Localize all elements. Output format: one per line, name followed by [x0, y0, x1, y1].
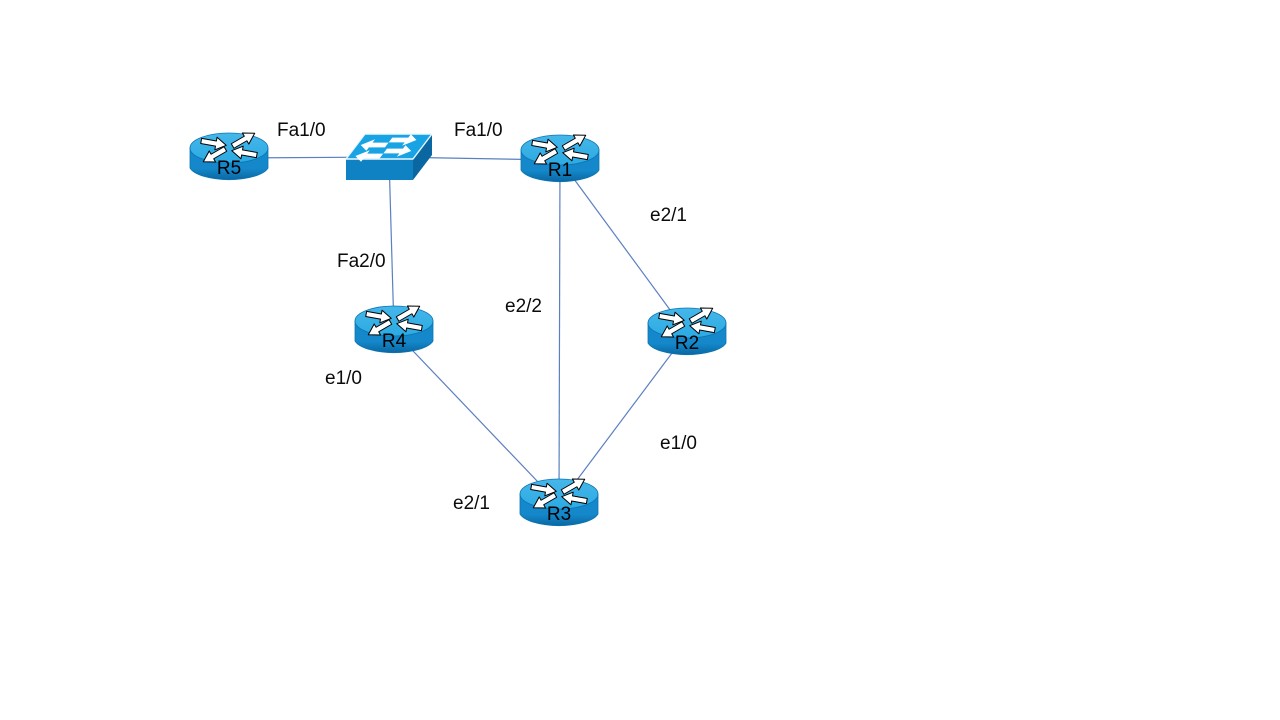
router-icon: [647, 307, 727, 356]
node-R2[interactable]: R2: [646, 304, 728, 362]
link-SW1-R4: [388, 156, 395, 332]
link-R1-R2: [559, 159, 688, 334]
link-R2-R3: [558, 332, 688, 505]
node-R5[interactable]: R5: [188, 129, 270, 187]
link-R4-R3: [393, 330, 560, 505]
interface-label-R1-R2-2: e2/1: [650, 205, 687, 226]
switch-icon: [345, 133, 433, 180]
node-R4[interactable]: R4: [353, 302, 435, 360]
link-R1-R3: [558, 159, 561, 505]
interface-label-SW1-R1-1: Fa1/0: [454, 120, 503, 141]
interface-label-SW1-R4-3: Fa2/0: [337, 251, 386, 272]
router-icon: [519, 478, 599, 527]
interface-label-R4-R3-5: e1/0: [325, 368, 362, 389]
router-icon: [354, 305, 434, 354]
interface-label-R1-R3-4: e2/2: [505, 296, 542, 317]
interface-label-R4-R3-7: e2/1: [453, 493, 490, 514]
node-SW1[interactable]: [344, 132, 434, 182]
interface-label-R2-R3-6: e1/0: [660, 433, 697, 454]
node-R3[interactable]: R3: [518, 475, 600, 533]
router-icon: [189, 132, 269, 181]
router-icon: [520, 134, 600, 183]
node-R1[interactable]: R1: [519, 131, 601, 189]
interface-label-R5-SW1-0: Fa1/0: [277, 120, 326, 141]
